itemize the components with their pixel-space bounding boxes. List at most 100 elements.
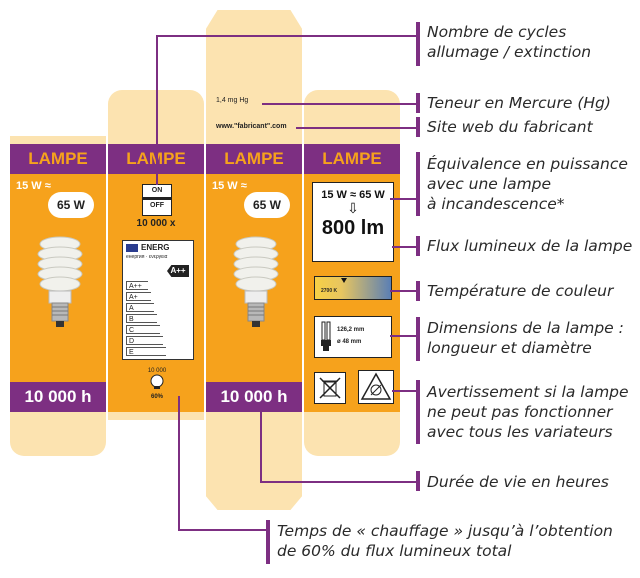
energy-class-arrow: A++ bbox=[167, 265, 189, 277]
wattage-label: 15 W ≈ bbox=[212, 180, 247, 192]
energy-class-row: A bbox=[126, 303, 154, 312]
callout-line: ne peut pas fonctionner bbox=[427, 403, 613, 421]
website-text: www."fabricant".com bbox=[216, 123, 287, 130]
flap-bottom-panel1 bbox=[10, 412, 106, 456]
dimmer-warning-box bbox=[358, 370, 394, 404]
panel-1: LAMPE 15 W ≈ 65 W 10 000 h bbox=[10, 144, 106, 412]
callout-bar bbox=[416, 471, 420, 491]
callout-flux: Flux lumineux de la lampe bbox=[427, 237, 633, 255]
color-temp-marker bbox=[341, 278, 347, 283]
lamp-outline-icon bbox=[321, 321, 331, 351]
color-temp-bar: 2700 K bbox=[314, 276, 392, 300]
callout-bar bbox=[416, 117, 420, 137]
flap-bottom-panel3 bbox=[206, 412, 302, 510]
down-arrow-icon: ⇩ bbox=[347, 201, 359, 217]
warmup-top: 10 000 bbox=[147, 368, 167, 374]
eu-flag-icon bbox=[126, 244, 138, 252]
panel-title: LAMPE bbox=[10, 144, 106, 174]
warmup-bottom: 60% bbox=[150, 394, 163, 400]
dimensions-box: 126,2 mm ø 48 mm bbox=[314, 316, 392, 358]
wattage-label: 15 W ≈ bbox=[16, 180, 51, 192]
lifetime-hours: 10 000 h bbox=[206, 382, 302, 412]
callout-line: de 60% du flux lumineux total bbox=[277, 542, 512, 560]
switch-off-label: OFF bbox=[150, 202, 164, 209]
flap-bottom-panel4 bbox=[304, 412, 400, 456]
switch-on-label: ON bbox=[143, 185, 171, 200]
callout-bar bbox=[416, 317, 420, 361]
energy-class-list: A++ A+ A B C D E bbox=[126, 281, 170, 356]
energy-class-row: A++ bbox=[126, 281, 148, 290]
callout-mercury: Teneur en Mercure (Hg) bbox=[427, 94, 611, 112]
callout-bar bbox=[416, 281, 420, 301]
incandescent-equiv-bulb: 65 W bbox=[48, 192, 94, 218]
panel-3: LAMPE 15 W ≈ 65 W 10 000 h bbox=[206, 144, 302, 412]
flap-bottom-panel2 bbox=[108, 412, 204, 420]
callout-bar bbox=[266, 520, 270, 564]
cfl-bulb-icon bbox=[233, 236, 279, 327]
energy-class-row: D bbox=[126, 336, 163, 345]
connector-equivalence bbox=[390, 198, 418, 200]
callout-line: avec une lampe bbox=[427, 175, 552, 193]
callout-line: Nombre de cycles bbox=[427, 23, 567, 41]
callout-line: Temps de « chauffage » jusqu’à l’obtenti… bbox=[277, 522, 613, 540]
cfl-bulb-icon bbox=[37, 236, 83, 327]
connector-mercury bbox=[262, 103, 418, 105]
callout-bar bbox=[416, 236, 420, 256]
crossed-bin-icon bbox=[319, 377, 341, 399]
energy-languages: енергия · ενεργεια bbox=[126, 254, 168, 260]
disposal-warning-box bbox=[314, 372, 346, 404]
lumen-value: 800 lm bbox=[321, 217, 385, 239]
dimmer-warning-icon bbox=[360, 372, 392, 400]
mercury-text: 1,4 mg Hg bbox=[216, 97, 249, 104]
callout-line: à incandescence* bbox=[427, 195, 565, 213]
callout-bar bbox=[416, 22, 420, 66]
callout-line: avec tous les variateurs bbox=[427, 423, 613, 441]
callout-warmup: Temps de « chauffage » jusqu’à l’obtenti… bbox=[277, 521, 613, 561]
energy-word: ENERG bbox=[141, 243, 170, 252]
callout-dimmer: Avertissement si la lampe ne peut pas fo… bbox=[427, 382, 629, 442]
connector-website bbox=[296, 127, 418, 129]
callout-line: longueur et diamètre bbox=[427, 339, 592, 357]
flap-top-panel4 bbox=[304, 90, 400, 144]
length-value: 126,2 mm bbox=[337, 327, 365, 333]
callout-bar bbox=[416, 380, 420, 444]
connector-warmup-drop bbox=[178, 396, 180, 530]
color-temp-value: 2700 K bbox=[321, 288, 338, 294]
connector-cycles bbox=[156, 35, 418, 37]
incandescent-equiv-bulb: 65 W bbox=[244, 192, 290, 218]
panel-4: LAMPE 15 W ≈ 65 W ⇩ 800 lm 2700 K 126,2 … bbox=[304, 144, 400, 412]
panel-title: LAMPE bbox=[206, 144, 302, 174]
energy-class-row: C bbox=[126, 325, 160, 334]
diameter-value: ø 48 mm bbox=[337, 339, 362, 345]
callout-line: Équivalence en puissance bbox=[427, 155, 628, 173]
lifetime-hours: 10 000 h bbox=[10, 382, 106, 412]
flap-top-panel3 bbox=[206, 10, 302, 144]
warmup-icon: 10 000 60% bbox=[144, 368, 170, 404]
callout-lifetime: Durée de vie en heures bbox=[427, 473, 609, 491]
connector-cycles-drop bbox=[156, 35, 158, 185]
callout-line: Avertissement si la lampe bbox=[427, 383, 629, 401]
callout-website: Site web du fabricant bbox=[427, 118, 593, 136]
energy-class-row: A+ bbox=[126, 292, 151, 301]
switch-cycles: 10 000 x bbox=[136, 218, 176, 229]
connector-dimensions bbox=[390, 335, 418, 337]
bulb-outline-icon bbox=[150, 374, 164, 389]
flap-top-panel1 bbox=[10, 136, 106, 144]
connector-lifetime-drop bbox=[260, 412, 262, 482]
callout-line: allumage / extinction bbox=[427, 43, 592, 61]
connector-flux bbox=[392, 246, 418, 248]
callout-line: Dimensions de la lampe : bbox=[427, 319, 624, 337]
connector-lifetime bbox=[260, 481, 418, 483]
panel-title: LAMPE bbox=[304, 144, 400, 174]
callout-cycles: Nombre de cycles allumage / extinction bbox=[427, 22, 591, 62]
switch-icon: ON OFF bbox=[142, 184, 172, 216]
callout-temperature: Température de couleur bbox=[427, 282, 614, 300]
connector-dimmer bbox=[392, 390, 418, 392]
callout-dimensions: Dimensions de la lampe : longueur et dia… bbox=[427, 318, 624, 358]
energy-label: ENERG енергия · ενεργεια A++ A++ A+ A B … bbox=[122, 240, 194, 360]
callout-bar bbox=[416, 152, 420, 216]
connector-temperature bbox=[390, 290, 418, 292]
callout-equivalence: Équivalence en puissance avec une lampe … bbox=[427, 154, 628, 214]
energy-class-row: B bbox=[126, 314, 157, 323]
energy-class-row: E bbox=[126, 347, 166, 356]
